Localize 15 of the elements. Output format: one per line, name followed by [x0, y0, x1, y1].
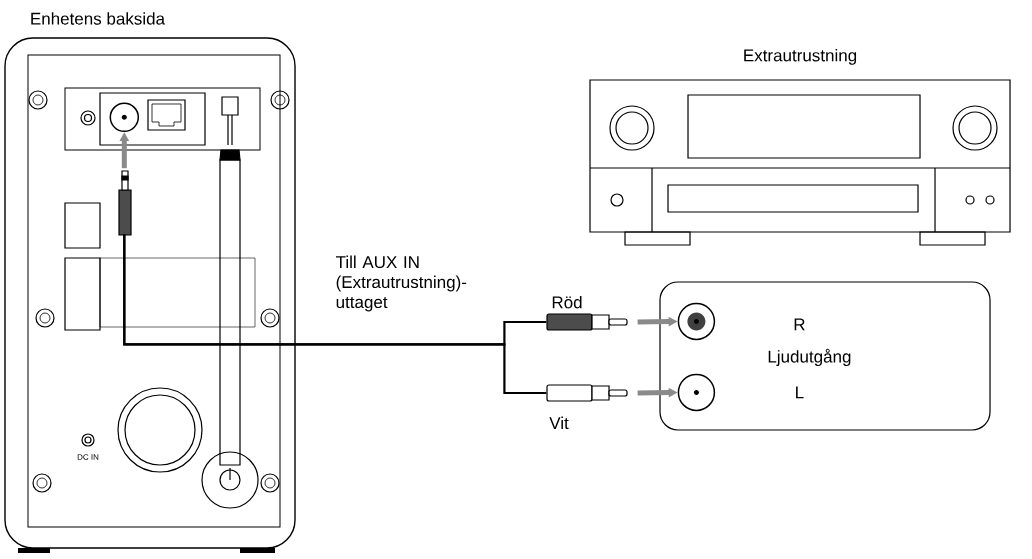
jack-socket [677, 302, 716, 341]
jack-socket [109, 102, 140, 133]
node-label: Röd [552, 295, 582, 309]
amplifier-box: Extrautrustning [589, 48, 1011, 233]
mini-jack-plug [118, 170, 132, 236]
node-label: Enhetens baksida [31, 12, 166, 25]
cable-label: Till AUX IN (Extrautrustning)- uttaget [336, 255, 467, 312]
rca-plug: Vit [546, 384, 628, 430]
output-panel: R Ljudutgång L [659, 281, 991, 431]
jack-socket [677, 373, 716, 412]
node-label: Extrautrustning [744, 48, 857, 65]
cable [123, 234, 547, 395]
rca-plug: Röd [546, 295, 628, 331]
node-label: Vit [549, 416, 569, 430]
port-label: DC IN [77, 454, 99, 460]
